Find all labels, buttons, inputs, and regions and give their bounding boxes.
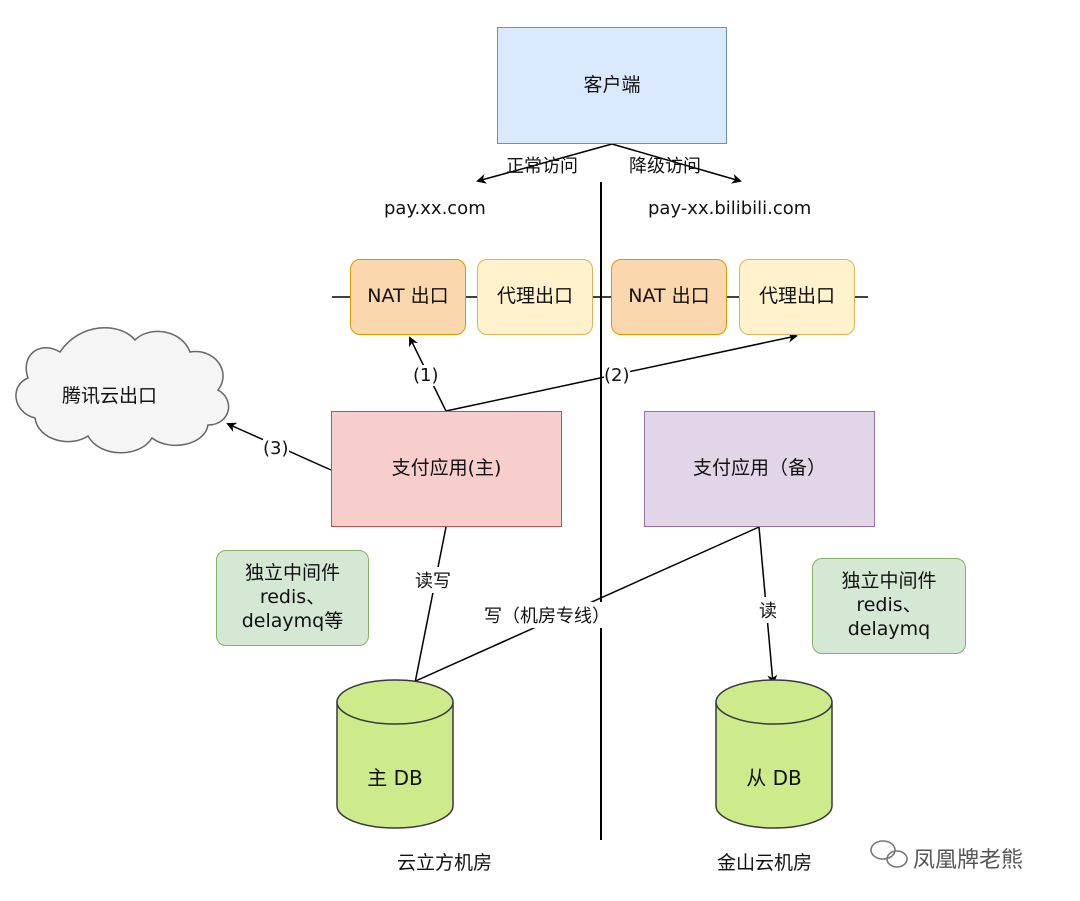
left-datacenter-label: 云立方机房 xyxy=(397,852,493,874)
degrade-domain: pay-xx.bilibili.com xyxy=(648,198,812,219)
master-db-label: 主 DB xyxy=(367,766,423,790)
payment-app-main: 支付应用(主) xyxy=(331,411,562,527)
normal-access-label: 正常访问 xyxy=(506,156,578,177)
middleware-left: 独立中间件 redis、 delaymq等 xyxy=(216,550,369,646)
degrade-access-label: 降级访问 xyxy=(629,156,701,177)
right-proxy-label: 代理出口 xyxy=(758,285,835,308)
watermark-text: 凤凰牌老熊 xyxy=(913,848,1024,873)
left-proxy-label: 代理出口 xyxy=(496,285,573,308)
left-nat-label: NAT 出口 xyxy=(367,285,449,308)
right-datacenter-label: 金山云机房 xyxy=(717,852,813,874)
payment-app-main-label: 支付应用(主) xyxy=(391,457,502,480)
normal-access-edge xyxy=(476,143,613,184)
path-3-label: (3) xyxy=(263,438,289,459)
left-proxy-exit: 代理出口 xyxy=(477,259,593,335)
read-write-label: 读写 xyxy=(415,567,451,593)
tencent-cloud-shape xyxy=(15,327,230,454)
payment-app-backup-label: 支付应用（备） xyxy=(692,457,826,480)
wechat-icon xyxy=(870,840,908,868)
tencent-cloud-label: 腾讯云出口 xyxy=(62,385,158,407)
master-db-cylinder xyxy=(336,679,454,829)
normal-domain: pay.xx.com xyxy=(384,198,486,219)
middleware-right: 独立中间件 redis、 delaymq xyxy=(812,558,966,654)
middleware-left-line-3: delaymq等 xyxy=(241,609,344,632)
middleware-left-line-2: redis、 xyxy=(259,586,326,609)
read-label: 读 xyxy=(759,597,777,623)
right-proxy-exit: 代理出口 xyxy=(739,259,855,335)
write-dedicated-line-label: 写（机房专线） xyxy=(484,602,610,628)
middleware-right-line-2: redis、 xyxy=(856,594,922,617)
middleware-left-line-1: 独立中间件 xyxy=(244,562,340,585)
slave-db-label: 从 DB xyxy=(746,766,802,790)
middleware-right-line-3: delaymq xyxy=(847,617,931,640)
right-nat-exit: NAT 出口 xyxy=(611,259,727,335)
payment-app-backup: 支付应用（备） xyxy=(644,411,875,527)
slave-db-cylinder xyxy=(715,679,833,829)
client-label: 客户端 xyxy=(583,73,641,96)
client-node: 客户端 xyxy=(497,27,727,144)
middleware-right-line-1: 独立中间件 xyxy=(841,570,937,593)
degrade-access-edge xyxy=(611,143,742,184)
path-2-label: (2) xyxy=(604,365,630,386)
path-1-label: (1) xyxy=(413,365,439,386)
right-nat-label: NAT 出口 xyxy=(628,285,710,308)
left-nat-exit: NAT 出口 xyxy=(350,259,466,335)
